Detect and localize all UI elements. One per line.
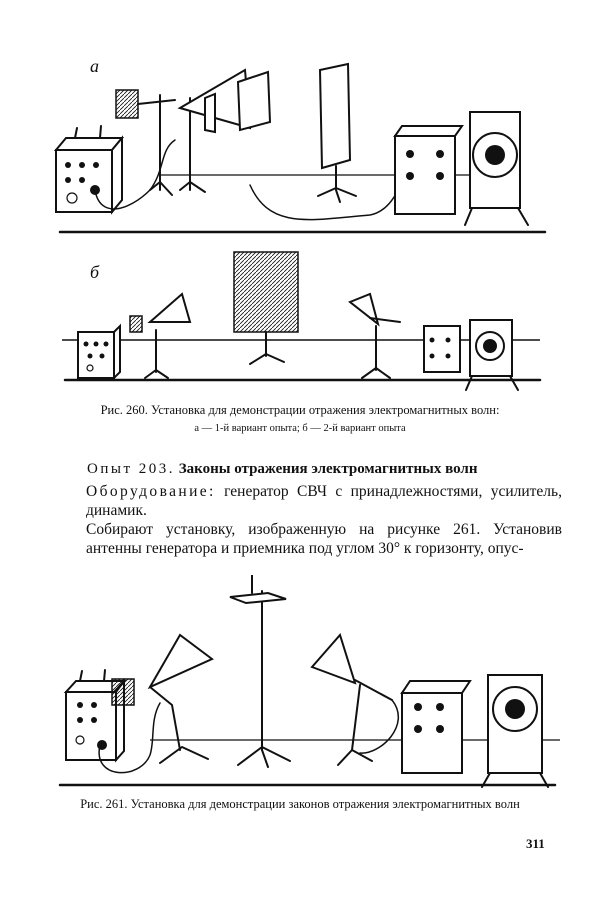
experiment-label: Опыт 203. bbox=[87, 461, 175, 477]
receiver-box-a bbox=[393, 111, 529, 226]
body-paragraph-text: Собирают установку, изображенную на рису… bbox=[86, 521, 562, 557]
generator-box bbox=[53, 125, 125, 215]
central-pole bbox=[229, 575, 291, 768]
antenna-stand-b-right bbox=[348, 292, 401, 379]
antenna-stand-a bbox=[115, 68, 272, 196]
antenna-stand-261-right bbox=[310, 632, 393, 766]
figure-261-caption-text: Рис. 261. Установка для демонстрации зак… bbox=[80, 797, 520, 811]
figure-260-caption-text: Рис. 260. Установка для демонстрации отр… bbox=[100, 403, 500, 417]
figure-261 bbox=[0, 575, 600, 790]
reflector-plate-a bbox=[317, 62, 357, 203]
generator-box-261 bbox=[63, 669, 127, 763]
antenna-stand-b-left bbox=[129, 292, 192, 379]
receiver-box-261 bbox=[400, 674, 549, 788]
equipment-paragraph: Оборудование: генератор СВЧ с принадлежн… bbox=[86, 482, 562, 520]
antenna-stand-261-left bbox=[111, 633, 214, 764]
figure-260-caption: Рис. 260. Установка для демонстрации отр… bbox=[40, 403, 560, 436]
panel-b-label: б bbox=[90, 262, 100, 282]
equipment-text: генератор СВЧ с принадлежностями, усилит… bbox=[86, 483, 562, 519]
panel-a-label: а bbox=[90, 56, 99, 76]
figure-260b: б bbox=[0, 240, 600, 400]
generator-box-b bbox=[77, 323, 121, 381]
receiver-box-b bbox=[423, 319, 519, 391]
page-number: 311 bbox=[526, 836, 545, 851]
body-paragraph: Собирают установку, изображенную на рису… bbox=[86, 520, 562, 558]
figure-260a: а bbox=[0, 50, 600, 240]
equipment-label: Оборудование: bbox=[86, 483, 216, 500]
reflector-plate-b bbox=[233, 251, 299, 365]
figure-261-caption: Рис. 261. Установка для демонстрации зак… bbox=[40, 797, 560, 812]
figure-260-subcaption: а — 1-й вариант опыта; б — 2-й вариант о… bbox=[194, 423, 406, 434]
section-title: Законы отражения электромагнитных волн bbox=[178, 461, 478, 477]
section-heading: Опыт 203. Законы отражения электромагнит… bbox=[87, 461, 477, 478]
